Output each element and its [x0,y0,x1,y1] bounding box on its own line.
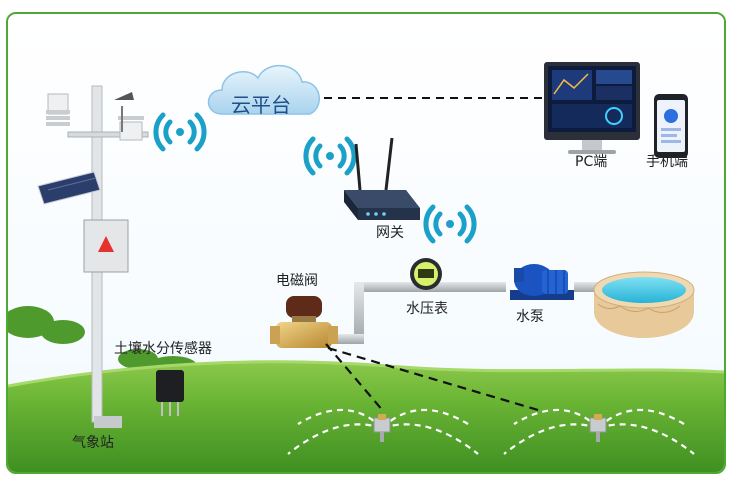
cloud-platform-label: 云平台 [231,93,291,117]
water-pump [510,264,574,300]
mobile-phone [654,94,688,158]
grass-field [8,361,724,472]
pc-monitor [544,62,640,154]
irrigation-scene [8,14,724,472]
solenoid-valve [270,296,338,348]
valve-label: 电磁阀 [276,273,318,289]
gateway-label: 网关 [376,225,404,241]
soil-sensor-label: 土壤水分传感器 [114,341,212,357]
valve-sprinkler-links [325,343,539,413]
cloud-icon [207,64,320,115]
gateway-device [344,137,420,220]
sprinkler-spray [287,408,695,455]
weather-station-label: 气象站 [72,435,114,451]
soil-sensor [156,370,184,416]
weather-station [37,85,149,428]
phone-label: 手机端 [646,154,688,170]
pump-label: 水泵 [516,309,544,325]
pc-label: PC端 [575,154,608,170]
water-pool [593,271,695,338]
wifi-icon [153,112,477,244]
sprinkler-head [373,414,607,442]
pressure-gauge-label: 水压表 [406,301,448,317]
pressure-gauge [410,258,442,290]
diagram-frame: 云平台 PC端 手机端 网关 电磁阀 水压表 水泵 土壤水分传感器 气象站 [6,12,726,474]
trees-left [8,306,197,376]
